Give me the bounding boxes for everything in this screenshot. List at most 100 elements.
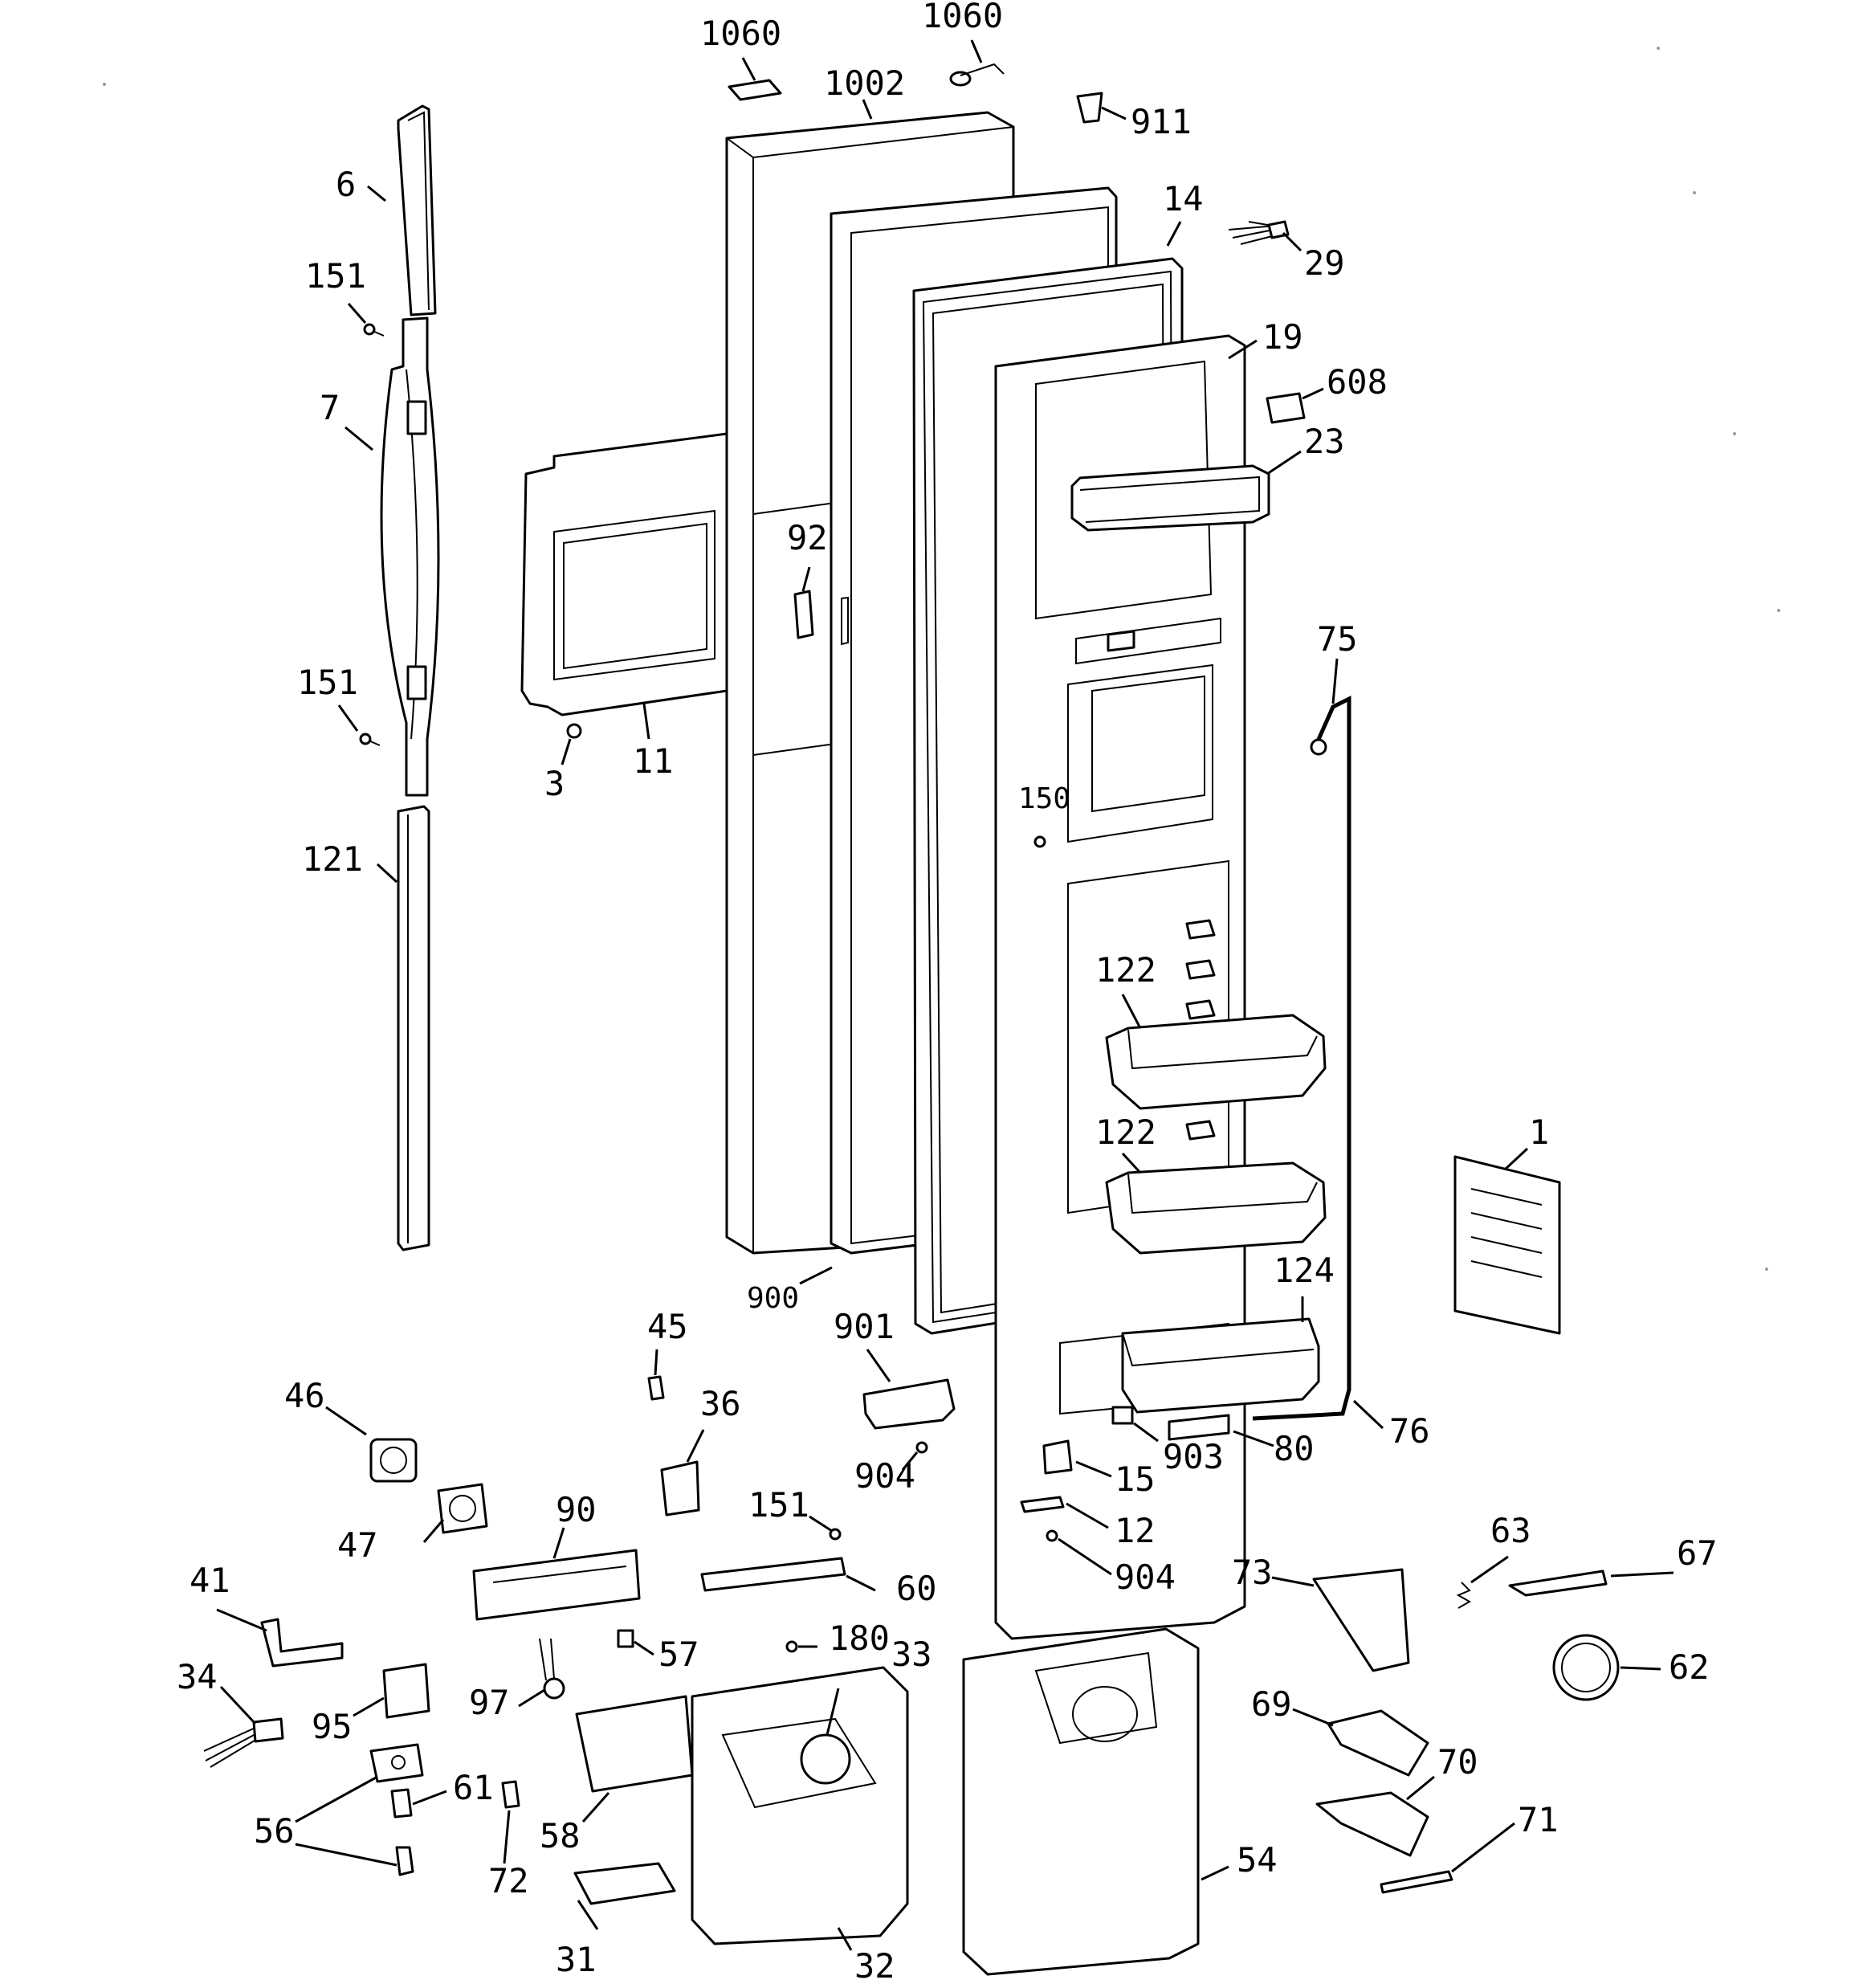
ice-dispenser-housing-32 xyxy=(691,1666,909,1945)
bin-clips xyxy=(1185,919,1216,1141)
callout-73: 73 xyxy=(1232,1553,1273,1592)
callout-58: 58 xyxy=(540,1816,581,1855)
callout-23: 23 xyxy=(1304,422,1345,461)
screw-180 xyxy=(785,1640,798,1653)
shelf-bin-23 xyxy=(1070,464,1270,532)
callout-34: 34 xyxy=(177,1657,218,1696)
callout-92: 92 xyxy=(787,518,828,557)
callout-95: 95 xyxy=(312,1707,353,1746)
plug-903 xyxy=(1111,1406,1134,1425)
callout-29: 29 xyxy=(1304,243,1345,283)
handle-7 xyxy=(380,316,440,797)
ice-housing-70 xyxy=(1315,1791,1429,1857)
bushing-92 xyxy=(793,590,849,646)
callout-151b: 151 xyxy=(297,663,358,702)
spring-63 xyxy=(1456,1582,1472,1609)
drip-tray-31 xyxy=(573,1862,676,1905)
callout-12: 12 xyxy=(1115,1511,1156,1550)
chute-73 xyxy=(1312,1568,1410,1672)
owners-manual-1 xyxy=(1453,1155,1561,1335)
plug-911 xyxy=(1076,92,1103,124)
callout-41: 41 xyxy=(190,1561,230,1600)
bracket-12 xyxy=(1020,1496,1065,1513)
callout-71: 71 xyxy=(1518,1800,1559,1839)
harness-34 xyxy=(203,1717,284,1768)
switch-57 xyxy=(617,1629,634,1648)
callout-57: 57 xyxy=(658,1635,699,1674)
handle-trim-top-6 xyxy=(397,104,437,316)
callout-1060a: 1060 xyxy=(700,14,781,53)
light-97 xyxy=(539,1638,565,1700)
bracket-15 xyxy=(1042,1439,1073,1475)
callout-904b: 904 xyxy=(1115,1557,1176,1597)
callout-47: 47 xyxy=(337,1525,378,1565)
lamp-socket-61 xyxy=(390,1788,413,1819)
callout-608: 608 xyxy=(1327,362,1388,402)
callout-1: 1 xyxy=(1529,1112,1549,1152)
rod-71 xyxy=(1380,1870,1453,1894)
trim-45 xyxy=(647,1375,665,1401)
door-bin-122a xyxy=(1105,1014,1327,1110)
callout-11: 11 xyxy=(633,741,674,781)
callout-97: 97 xyxy=(469,1683,510,1722)
switch-72 xyxy=(501,1780,520,1809)
callout-180: 180 xyxy=(829,1619,890,1658)
callout-45: 45 xyxy=(647,1307,688,1346)
relay-56 xyxy=(369,1743,424,1783)
callout-900: 900 xyxy=(747,1282,799,1315)
callout-122a: 122 xyxy=(1095,950,1156,990)
callout-69: 69 xyxy=(1251,1684,1292,1724)
callout-6: 6 xyxy=(336,165,356,204)
callout-76: 76 xyxy=(1389,1411,1430,1451)
nut-3 xyxy=(566,723,582,739)
ring-62 xyxy=(1552,1634,1620,1701)
bracket-36 xyxy=(660,1460,700,1517)
handle-screw-151b xyxy=(359,733,381,746)
callout-75: 75 xyxy=(1317,619,1358,659)
wire-harness-29 xyxy=(1228,220,1290,245)
callout-70: 70 xyxy=(1437,1742,1478,1782)
callout-14: 14 xyxy=(1163,179,1204,218)
bulb-56 xyxy=(395,1846,414,1876)
callout-7: 7 xyxy=(320,388,340,427)
callout-62: 62 xyxy=(1669,1647,1710,1687)
handle-trim-bottom-121 xyxy=(397,805,430,1251)
cover-901 xyxy=(862,1378,956,1430)
callout-63: 63 xyxy=(1490,1511,1531,1550)
callout-67: 67 xyxy=(1677,1533,1718,1573)
inner-door-19 xyxy=(994,334,1246,1640)
callout-90: 90 xyxy=(556,1490,597,1529)
callout-1002: 1002 xyxy=(824,63,905,103)
callout-80: 80 xyxy=(1274,1429,1315,1468)
dispenser-front-54 xyxy=(962,1627,1200,1976)
control-board-90 xyxy=(472,1549,641,1621)
bar-60 xyxy=(700,1557,846,1592)
callout-911: 911 xyxy=(1131,102,1192,141)
callout-56: 56 xyxy=(254,1811,295,1851)
actuator-58 xyxy=(575,1695,694,1793)
callout-60: 60 xyxy=(896,1569,937,1608)
screw-904a xyxy=(915,1441,928,1454)
callout-72: 72 xyxy=(488,1861,529,1900)
fitting-80 xyxy=(1168,1414,1230,1441)
bracket-41 xyxy=(260,1618,344,1668)
clip-1060b xyxy=(949,63,1005,87)
screw-151c xyxy=(829,1528,842,1541)
bracket-1060a xyxy=(728,79,782,101)
callout-121: 121 xyxy=(302,839,363,879)
callout-1060b: 1060 xyxy=(922,0,1003,35)
handle-screw-151a xyxy=(363,323,385,337)
water-tube-75 xyxy=(1252,695,1351,1421)
callout-15: 15 xyxy=(1115,1459,1156,1499)
leader-lines xyxy=(216,39,1674,1951)
module-95 xyxy=(382,1663,430,1719)
knob-46 xyxy=(369,1438,418,1483)
callout-151a: 151 xyxy=(305,256,366,296)
callout-54: 54 xyxy=(1237,1840,1278,1880)
callout-3: 3 xyxy=(544,764,565,803)
callout-32: 32 xyxy=(854,1946,895,1986)
door-bin-122b xyxy=(1105,1161,1327,1255)
callout-901: 901 xyxy=(834,1307,895,1346)
callout-122b: 122 xyxy=(1095,1112,1156,1152)
